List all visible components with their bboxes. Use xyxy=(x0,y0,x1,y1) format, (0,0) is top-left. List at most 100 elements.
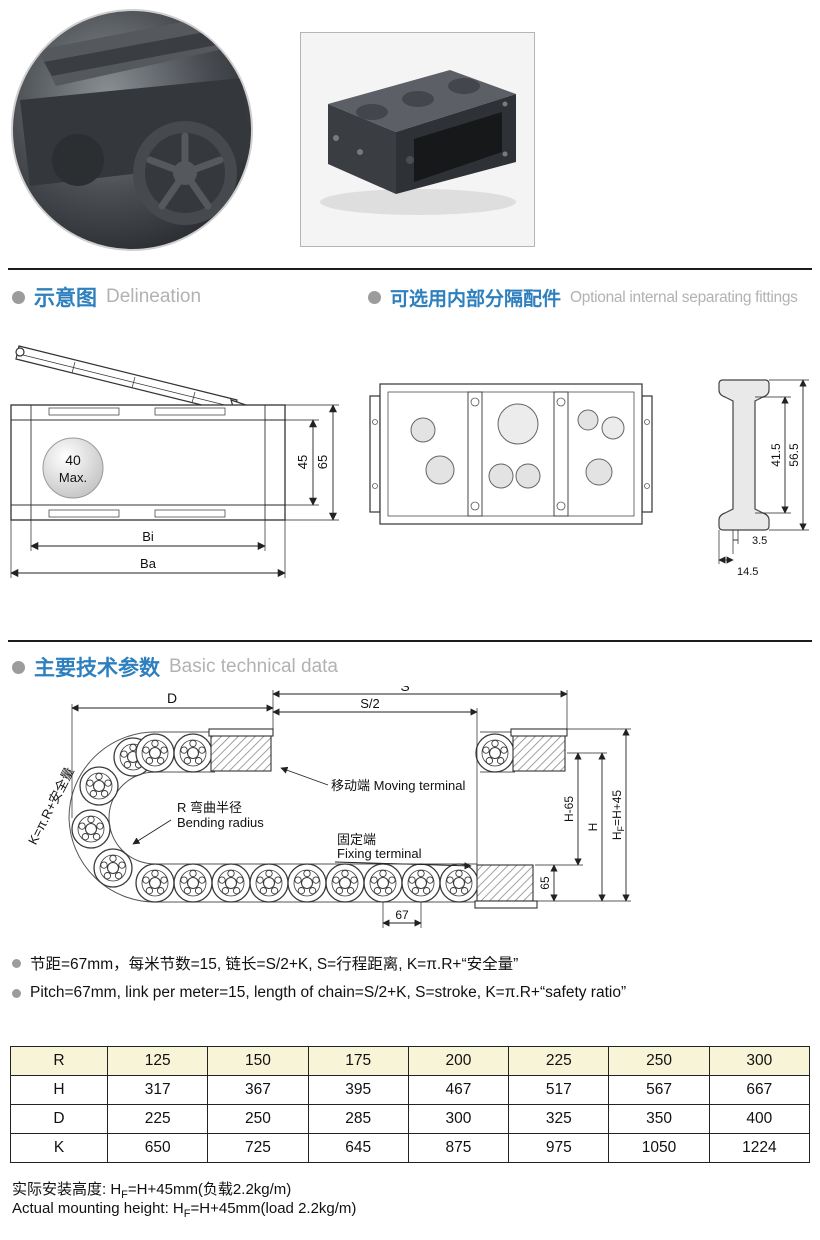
section-header-fittings: 可选用内部分隔配件 Optional internal separating f… xyxy=(368,284,798,311)
side-view-drawing: 40 Max. 45 65 Bi Ba xyxy=(5,328,345,596)
cable-circles xyxy=(410,403,625,489)
chain-links xyxy=(71,733,515,903)
bullet-icon xyxy=(12,660,25,674)
dim-h65-label: H-65 xyxy=(562,796,576,822)
cell: 125 xyxy=(106,1046,209,1076)
cell: 517 xyxy=(508,1075,610,1105)
moving-terminal-label: 移动端 Moving terminal xyxy=(331,778,465,793)
separator-profile xyxy=(718,379,770,531)
cell: 367 xyxy=(207,1075,309,1105)
dim-d-label: D xyxy=(167,690,177,706)
dim-56-5-label: 56.5 xyxy=(787,443,801,467)
cell: 250 xyxy=(608,1046,710,1076)
footer-en-prefix: Actual mounting height: H xyxy=(12,1200,184,1217)
dim-s-label: S xyxy=(400,686,409,694)
cable-chain-closeup-photo xyxy=(11,9,253,251)
bullet-icon xyxy=(368,291,381,304)
footer-zh-prefix: 实际安装高度: H xyxy=(12,1181,122,1198)
dim-hf-label: HF=H+45 xyxy=(610,790,626,841)
cell: 725 xyxy=(207,1133,309,1163)
cell: 285 xyxy=(307,1104,409,1134)
cell: 350 xyxy=(608,1104,710,1134)
bend-radius-zh-label: R 弯曲半径 xyxy=(177,800,242,815)
dim-14-5-label: 14.5 xyxy=(737,566,758,578)
moving-terminal-ghost xyxy=(510,728,568,772)
cell: 645 xyxy=(307,1133,409,1163)
section-title-zh: 示意图 xyxy=(34,287,97,310)
cell: 395 xyxy=(307,1075,409,1105)
top-view-drawing xyxy=(368,372,658,537)
section-title-en: Basic technical data xyxy=(169,656,338,677)
footer-zh-sub: F xyxy=(121,1189,128,1201)
cell: 467 xyxy=(407,1075,510,1105)
section-title-en: Delineation xyxy=(106,286,202,307)
note-en: Pitch=67mm, link per meter=15, length of… xyxy=(12,984,626,1002)
table-row-r: R 125 150 175 200 225 250 300 xyxy=(10,1046,811,1076)
cell: 1050 xyxy=(608,1133,710,1163)
fixing-terminal-block xyxy=(474,864,538,909)
cell: 567 xyxy=(608,1075,710,1105)
cross-section-drawing: 41.5 56.5 3.5 14.5 xyxy=(705,368,815,583)
cell: 400 xyxy=(708,1104,811,1134)
cell: 150 xyxy=(207,1046,309,1076)
footer-note-en: Actual mounting height: HF=H+45mm(load 2… xyxy=(12,1200,356,1220)
fixing-terminal-en-label: Fixing terminal xyxy=(337,846,422,861)
dim-s-half-label: S/2 xyxy=(360,696,380,711)
note-en-text: Pitch=67mm, link per meter=15, length of… xyxy=(30,984,627,1001)
dim-bi-label: Bi xyxy=(142,529,154,544)
product-photo-rect xyxy=(300,32,535,247)
cell: 317 xyxy=(106,1075,209,1105)
cell: 225 xyxy=(508,1046,610,1076)
footer-en-sub: F xyxy=(183,1208,191,1220)
table-row-k: K 650 725 645 875 975 1050 1224 xyxy=(10,1133,811,1163)
bend-radius-en-label: Bending radius xyxy=(177,815,264,830)
row-label: H xyxy=(10,1075,108,1105)
ball-unit: Max. xyxy=(59,470,87,485)
cell: 300 xyxy=(407,1104,510,1134)
cell: 975 xyxy=(508,1133,610,1163)
dim-45-label: 45 xyxy=(295,455,310,469)
section-title-zh: 可选用内部分隔配件 xyxy=(390,289,562,310)
bullet-icon xyxy=(12,290,25,304)
dim-41-5-label: 41.5 xyxy=(769,443,783,467)
note-zh-text: 节距=67mm，每米节数=15, 链长=S/2+K, S=行程距离, K=π.R… xyxy=(30,956,519,973)
spec-table: R 125 150 175 200 225 250 300 H 317 367 … xyxy=(10,1046,811,1163)
cell: 1224 xyxy=(708,1133,811,1163)
k-formula-label: K=π.R+安全量 xyxy=(25,765,77,847)
cell: 875 xyxy=(407,1133,510,1163)
cell: 225 xyxy=(106,1104,209,1134)
ball-value: 40 xyxy=(65,452,81,468)
bend-diagram: D S S/2 K=π.R+安全量 R 弯曲半径 Bending radius … xyxy=(25,686,795,946)
max-cable-ball: 40 Max. xyxy=(42,437,104,499)
product-photo-circle xyxy=(10,8,255,253)
cell: 175 xyxy=(307,1046,409,1076)
cell: 200 xyxy=(407,1046,510,1076)
divider-top xyxy=(8,268,812,270)
cell: 667 xyxy=(708,1075,811,1105)
section-header-technical: 主要技术参数 Basic technical data xyxy=(12,652,338,682)
cell: 325 xyxy=(508,1104,610,1134)
fixing-terminal-zh-label: 固定端 xyxy=(337,832,376,847)
cell: 650 xyxy=(106,1133,209,1163)
dim-65-label: 65 xyxy=(538,876,552,890)
cell: 300 xyxy=(708,1046,811,1076)
dim-h-label: H xyxy=(586,823,600,832)
row-label: K xyxy=(10,1133,108,1163)
bullet-icon xyxy=(12,988,21,998)
section-title-zh: 主要技术参数 xyxy=(34,657,160,680)
table-row-d: D 225 250 285 300 325 350 400 xyxy=(10,1104,811,1134)
footer-note-zh: 实际安装高度: HF=H+45mm(负载2.2kg/m) xyxy=(12,1178,291,1201)
dim-pitch-label: 67 xyxy=(395,908,409,922)
footer-en-suffix: =H+45mm(load 2.2kg/m) xyxy=(190,1200,357,1217)
row-label: D xyxy=(10,1104,108,1134)
footer-zh-suffix: =H+45mm(负载2.2kg/m) xyxy=(127,1181,292,1198)
row-label: R xyxy=(10,1046,108,1076)
cable-carrier-product-photo xyxy=(300,32,535,247)
dim-65-label: 65 xyxy=(315,455,330,469)
dim-3-5-label: 3.5 xyxy=(752,535,767,547)
section-title-en: Optional internal separating fittings xyxy=(570,288,798,306)
moving-terminal-block xyxy=(208,728,274,772)
cell: 250 xyxy=(207,1104,309,1134)
dim-ba-label: Ba xyxy=(140,556,157,571)
